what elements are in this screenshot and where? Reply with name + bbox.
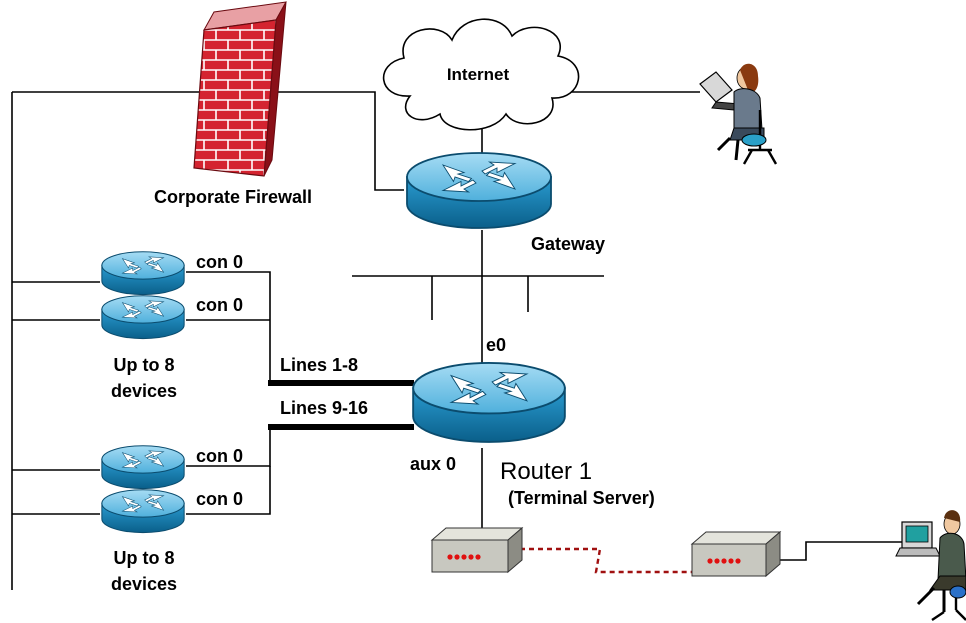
router1-sublabel: (Terminal Server): [508, 488, 655, 508]
modem-icon: [690, 530, 782, 578]
device-router-icon: [101, 445, 185, 490]
user-at-terminal-icon: [895, 510, 966, 621]
con0-label: con 0: [196, 489, 243, 509]
device-group-label-line1: Up to 8: [114, 355, 175, 375]
con0-label: con 0: [196, 295, 243, 315]
firewall-label: Corporate Firewall: [154, 187, 312, 207]
device-router-icon: [101, 295, 185, 340]
gateway-label: Gateway: [531, 234, 605, 254]
console-line-bundles: [268, 380, 414, 430]
brick-firewall-icon: [193, 1, 287, 177]
lines-9-16-label: Lines 9-16: [280, 398, 368, 418]
router1-icon: [412, 361, 566, 443]
device-group-label-line2: devices: [111, 381, 177, 401]
lines-1-8-label: Lines 1-8: [280, 355, 358, 375]
serial-dialup-link: [520, 547, 694, 574]
internet-label: Internet: [447, 65, 510, 84]
modem-icon: [430, 526, 524, 574]
con0-label: con 0: [196, 446, 243, 466]
device-router-icon: [101, 251, 185, 296]
device-router-icon: [101, 489, 185, 534]
device-group-label-line1: Up to 8: [114, 548, 175, 568]
connection-lines: [11, 91, 905, 590]
device-group-label-line2: devices: [111, 574, 177, 594]
router1-label: Router 1: [500, 458, 592, 485]
e0-label: e0: [486, 335, 506, 355]
aux0-label: aux 0: [410, 454, 456, 474]
con0-label: con 0: [196, 252, 243, 272]
internet-cloud-icon: [382, 18, 580, 131]
gateway-router-icon: [406, 152, 552, 229]
user-with-laptop-icon: [699, 63, 778, 165]
